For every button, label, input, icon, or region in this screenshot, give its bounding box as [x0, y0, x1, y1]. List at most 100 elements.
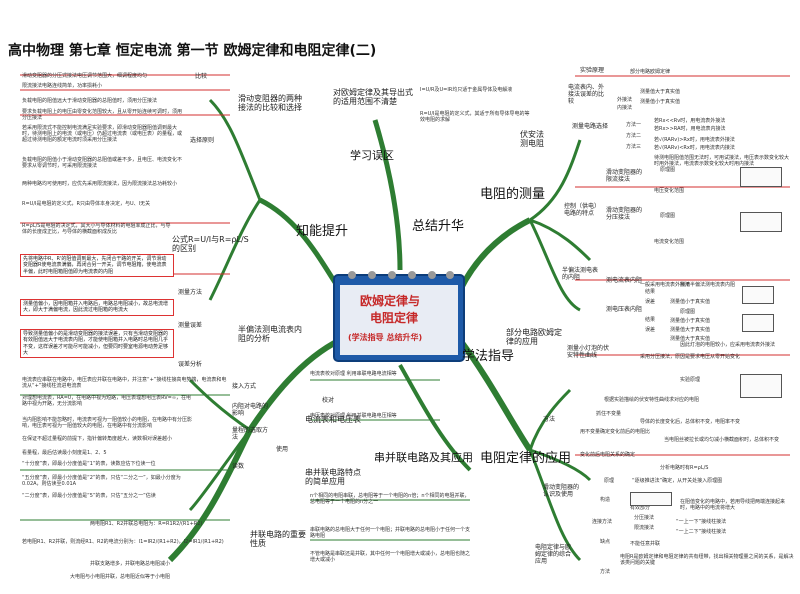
center-line2: 电阻定律	[370, 311, 419, 325]
note-mid: I=U/R及U=IR均只适于金属导体及电解液	[420, 87, 513, 93]
sub-left-1	[208, 98, 262, 201]
note-right: 若√(RARv)>Rx时，用电流表外接法	[654, 137, 735, 143]
label-neiwai: 电流表内、外接法误差的比较	[568, 84, 605, 105]
center-line1: 欧姆定律与	[360, 294, 421, 308]
circuit-diagram	[742, 314, 774, 332]
note-mid: 电压表校对原理 利用并联电路电压相等	[310, 413, 397, 419]
note-use: 对理想电流表，RA=0，在电路中视为短路，电压表理想电压表RV=∞，在电路中视为…	[22, 395, 192, 407]
sub-right-5	[528, 388, 572, 451]
label-celiangdianlu: 测量电路选择	[572, 123, 609, 130]
node-xuexiwuqu: 学习误区	[350, 149, 394, 162]
note-mid: n个相同的电阻串联，总电阻等于一个电阻的n倍；n个相同的电阻并联，总电阻等于一个…	[310, 493, 470, 505]
label-dybnz: 测电压表内阻	[606, 306, 643, 313]
note-right: 测量值小于真实值	[670, 299, 711, 305]
note-right: 当电阻丝被拉长或均匀减小横截面积时，总体积不变	[664, 437, 780, 443]
note-left: 两种电路均可使用时，应优先采用限流接法，因为限流接法总功耗较小	[22, 181, 178, 187]
label-fangfayi: 方法一	[626, 122, 642, 128]
note-use: “五分度”表，即最小分度值是“2”的表，只估“二分之一”，如最小分度为0.02A…	[22, 475, 181, 487]
sub-right-3	[528, 219, 581, 312]
label-wuchafenxi: 误差分析	[178, 361, 203, 368]
note-use: 电流表应串联在电路中，电压表应并联在电路中，并注意“+”接线柱接高电势端，电流表…	[22, 377, 227, 389]
sub-left-2	[208, 199, 262, 301]
label-banpian: 半偏法测电流表内阻的分析	[238, 325, 302, 344]
label-gongshi: 公式R=U/I与R=ρL/S的区别	[172, 235, 249, 254]
label-fenya2: 分压接法	[634, 515, 655, 521]
note-right: 测量值小于真实值	[670, 318, 711, 324]
node-yingyong: 电阻定律的应用	[480, 451, 572, 466]
label-liangcheng: 量程的选取方法	[232, 427, 269, 441]
note-left: 限流接法电路连线简单，功率损耗小	[22, 83, 103, 89]
branch-top	[372, 119, 403, 271]
sub-right-1	[529, 139, 582, 222]
note-mid: 不管电路是串联还是并联，其中任何一个电阻增大或减小，总电阻也随之增大或减小	[310, 551, 471, 563]
branch-left-upper	[258, 197, 343, 292]
note-right: 有效部分	[630, 505, 651, 511]
rheostat-diagram	[630, 492, 672, 506]
note-mid: 串联电路的总电阻大于任何一个电阻；并联电路的总电阻小于任何一个支路电阻	[310, 527, 471, 539]
note-parallel: 若电阻R1、R2并联，则流经R1、R2的电流分别为：I1=IR2/(R1+R2)…	[22, 539, 224, 545]
note-right: 待测电阻阻值范围无法时，可用试接法，电压表示数变化较大时用外接法，电流表示数变化…	[654, 155, 790, 167]
sub-left-3	[188, 378, 251, 432]
label-shiyanyuanli: 实验原理	[680, 377, 701, 383]
label-dianliu: 电流表和电压表	[305, 415, 361, 424]
note-right: 不能任意并联	[630, 541, 661, 547]
label-bingchuan-sub: 串并联电路特点的简单应用	[305, 468, 361, 487]
label-gouzao: 构造	[600, 497, 611, 503]
note-mid: 电流表校对原理 利用串联电路电流相等	[310, 371, 397, 377]
label-xianliu2: 限流接法	[634, 525, 655, 531]
center-line3: (学法指导 总结升华)	[348, 333, 423, 342]
note-left: 负载电阻的阻值小于滑动变阻器的总阻值或差不多，且电压、电流变化不要求从零调节时，…	[22, 157, 183, 169]
note-right: 测量值大于真实值	[670, 327, 711, 333]
note-left: R=ρL/S是电阻的决定式，其大小与导体材料的电阻率成正比，与导体的长度成正比，…	[22, 223, 171, 235]
label-shiyan: 实验原理	[580, 67, 605, 74]
label-huadong: 滑动变阻器的两种接法的比较和选择	[238, 94, 302, 113]
label-wucha-r: 误差	[645, 299, 656, 305]
label-zonghe: 电阻定律与欧姆定律的综合应用	[535, 544, 572, 565]
branch-right-lower	[457, 338, 533, 452]
label-queyi: 缺点	[600, 539, 611, 545]
label-duibi: 比较	[195, 73, 208, 80]
note-parallel: 并联支路增多，并联电路总电阻减小	[90, 561, 171, 567]
note-right: 变化前后电阻关系的确定	[580, 452, 636, 458]
circuit-diagram	[740, 374, 782, 398]
sub-right-2	[529, 218, 592, 262]
note-left: 若采用限流式不能控制电流满足实验要求，即滑动变阻器阻值调到最大时，待测电阻上的电…	[22, 125, 183, 143]
note-right: 测量值大于真实值	[670, 336, 711, 342]
node-dianzu: 电阻的测量	[480, 187, 546, 202]
label-yuanli-r: 原理	[604, 478, 615, 484]
label-waijie: 外接法	[617, 97, 633, 103]
sub-left-4	[188, 429, 252, 512]
label-fenya: 滑动变阻器的分压接法	[606, 207, 643, 221]
note-right: 利用半偏法测电流表内阻	[680, 282, 736, 288]
label-banpian-r: 半偏法测电表的内阻	[562, 267, 599, 281]
box-analysis: 导致测量值偏小的是滑动变阻器的接法误差，只有当滑动变阻器的有效阻值远大于电流表内…	[20, 329, 174, 358]
label-xiaodengpao: 测量小灯泡的伏安特性曲线	[567, 345, 610, 359]
note-right: 在阻值变化的电路中，若用导线把两端连接起来时，电路中的电流将增大	[680, 499, 786, 511]
note-left: 要求负载电阻上的电压由零变化范围较大，且从零开始连续可调时，须用分压接法	[22, 109, 183, 121]
circuit-diagram	[742, 286, 774, 304]
label-dianyafanwei: 电压变化范围	[654, 188, 685, 194]
branch-bottom	[398, 364, 472, 472]
note-left: 滑动变阻器的分压式接法电压调节范围大，细调程度均匀	[22, 73, 148, 79]
note-right: 采用分压接法，原因是要求电压从零开始变化	[640, 354, 741, 360]
label-neizu: 内阻对电路的影响	[232, 403, 269, 417]
box-method: 先将电路中R、R'的阻值调到最大，先闭合干路的开关，调节滑动变阻器R使电流表满偏…	[20, 254, 174, 277]
label-fuan: 伏安法测电阻	[520, 130, 544, 149]
label-celiang: 测量方法	[178, 289, 203, 296]
label-genju: 根据实验描绘的伏安特性曲线求对应的电阻	[604, 397, 700, 403]
note-right: 部分电路欧姆定律	[630, 69, 671, 75]
note-right: “一上一下”接线柱接法	[676, 519, 727, 525]
note-right: 抓住不变量	[596, 411, 622, 417]
label-yuanlitu: 原理图	[660, 167, 676, 173]
label-dlbnz: 测电流表内阻	[606, 277, 643, 284]
note-parallel: 两电阻R1、R2并联总电阻为：R=R1R2/(R1+R2)	[90, 521, 203, 527]
note-right: 电阻R是欧姆定律和电阻定律的共有纽带，找出相关物理量之间的关系，是解决该类问题的…	[620, 554, 794, 566]
center-image: 欧姆定律与 电阻定律 (学法指导 总结升华)	[332, 267, 466, 363]
note-left: 负载电阻的阻值远大于滑动变阻器的总阻值时，须用分压接法	[22, 98, 158, 104]
note-right: 一般采用电流表外接法	[640, 282, 691, 288]
label-huadongshu: 滑动变阻器的认识及使用	[543, 484, 580, 498]
sub-right-6	[528, 449, 582, 562]
note-right: 原理图	[680, 309, 696, 315]
note-use: “二分度”表，即最小分度值是“5”的表，只估“五分之一”估读	[22, 493, 156, 499]
